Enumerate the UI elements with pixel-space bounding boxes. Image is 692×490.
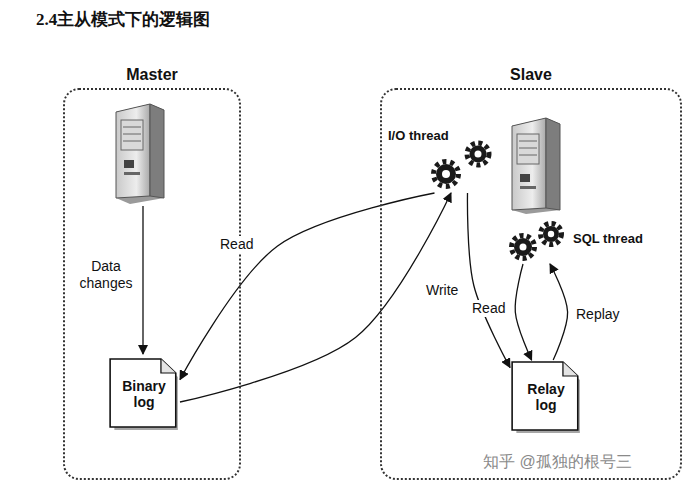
region-heading: Master bbox=[65, 66, 239, 84]
data-changes-arrow bbox=[142, 206, 143, 354]
watermark: 知乎 @孤独的根号三 bbox=[483, 452, 632, 473]
replication-arrow bbox=[467, 193, 510, 368]
relay-log-file: Relay log bbox=[510, 360, 582, 435]
edge-label: Replay bbox=[574, 306, 622, 323]
replication-arrow bbox=[180, 193, 451, 402]
replication-arrow bbox=[550, 264, 568, 360]
node-label: Binary log bbox=[108, 378, 180, 412]
node-label: Relay log bbox=[510, 381, 582, 415]
master-server bbox=[116, 104, 164, 204]
node-label: I/O thread bbox=[388, 128, 449, 143]
io-thread-gears bbox=[434, 143, 490, 187]
edge-label: Write bbox=[424, 282, 460, 299]
sql-thread: SQL thread bbox=[505, 222, 655, 264]
region-heading: Slave bbox=[382, 66, 680, 84]
edge-label: Read bbox=[218, 236, 255, 253]
diagram-title: 2.4主从模式下的逻辑图 bbox=[36, 8, 210, 31]
replication-arrow bbox=[180, 193, 435, 380]
sql-thread-gears bbox=[512, 224, 562, 259]
data-changes-label: Data changes bbox=[72, 258, 140, 292]
binary-log-file: Binary log bbox=[108, 357, 180, 432]
replication-arrow bbox=[515, 264, 531, 360]
slave-server bbox=[512, 118, 560, 214]
io-thread: I/O thread bbox=[385, 128, 495, 193]
edge-label: Read bbox=[470, 300, 507, 317]
node-label: SQL thread bbox=[573, 231, 643, 246]
